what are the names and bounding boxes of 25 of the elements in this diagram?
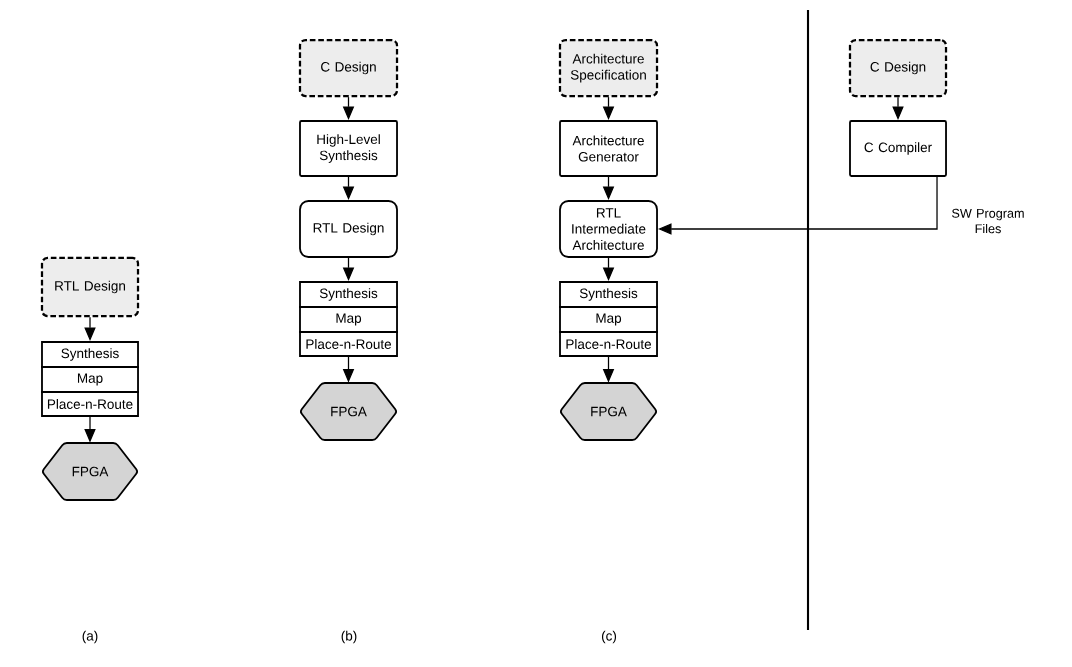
process-box: Map <box>41 366 139 393</box>
process-box: Place-n-Route <box>559 331 658 357</box>
panel-label: (b) <box>341 630 357 644</box>
device-hexagon: FPGA <box>560 382 657 441</box>
panel-label: (c) <box>601 630 617 644</box>
design-box: RTL Design <box>299 200 398 258</box>
process-box: Map <box>299 306 398 333</box>
process-box: Synthesis <box>299 281 398 308</box>
device-hexagon: FPGA <box>42 442 138 501</box>
input-box: RTL Design <box>40 256 140 318</box>
process-box: Synthesis <box>559 281 658 308</box>
input-box: C Design <box>298 38 399 98</box>
device-hexagon: FPGA <box>300 382 397 441</box>
panel-label: (a) <box>82 630 98 644</box>
process-box: High-Level Synthesis <box>299 120 398 177</box>
input-box: Architecture Specification <box>558 38 659 98</box>
process-box: Map <box>559 306 658 333</box>
process-box: Synthesis <box>41 341 139 368</box>
design-box: RTL Intermediate Architecture <box>559 200 658 258</box>
process-box: Place-n-Route <box>299 331 398 357</box>
edge-label: SW Program Files <box>952 208 1024 234</box>
process-box: Place-n-Route <box>41 391 139 417</box>
process-box: Architecture Generator <box>559 120 658 177</box>
process-box: C Compiler <box>849 120 947 177</box>
input-box: C Design <box>848 38 948 98</box>
